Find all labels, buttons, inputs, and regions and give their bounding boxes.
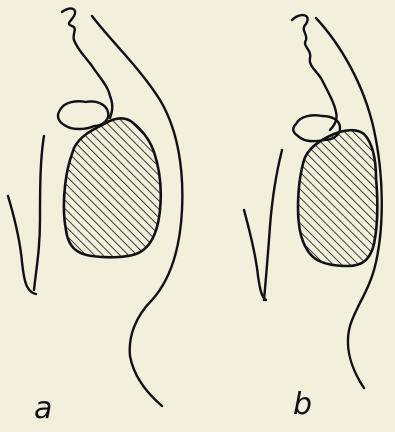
panel-b-hatched-mass (298, 130, 377, 266)
panel-b-label: b (293, 390, 312, 420)
panel-b-left-curve (264, 150, 282, 300)
panel-a-label: a (34, 394, 52, 424)
panel-b-upper-contour (292, 15, 337, 130)
panel-a-left-hook (8, 196, 36, 294)
panel-a-hatched-mass (64, 118, 161, 257)
panel-a-left-curve (34, 136, 44, 290)
panel-b-left-hook (244, 210, 266, 300)
